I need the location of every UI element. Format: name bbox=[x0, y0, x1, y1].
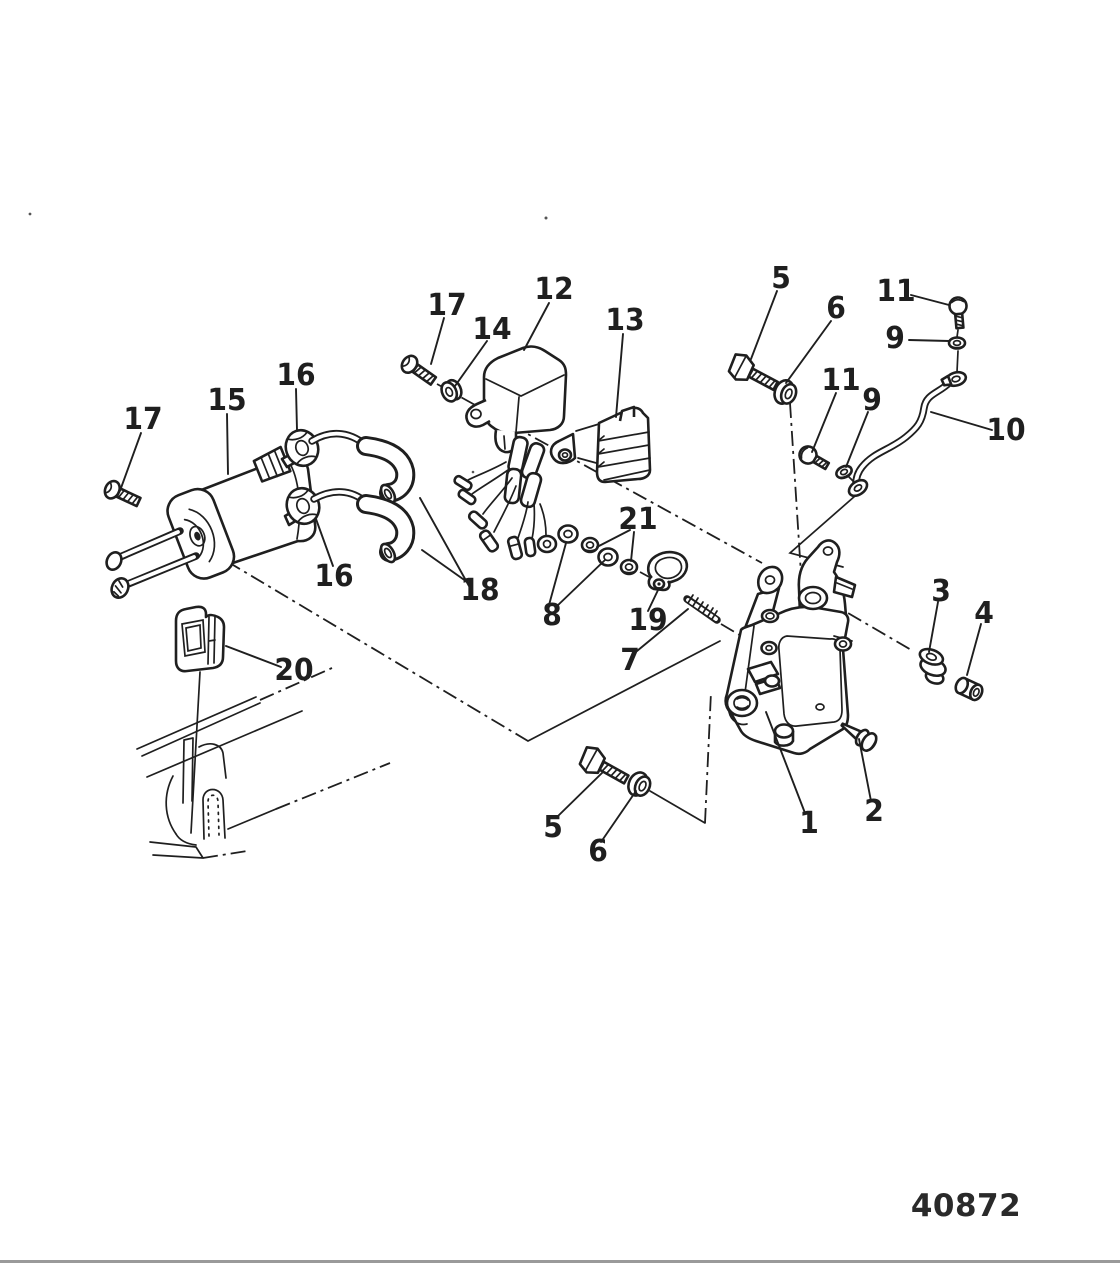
callout-6-top: 6 bbox=[826, 291, 846, 326]
part-mounting-bracket bbox=[724, 539, 857, 756]
callout-5-bottom: 5 bbox=[543, 810, 563, 845]
callout-1: 1 bbox=[799, 806, 819, 841]
callout-10: 10 bbox=[986, 413, 1026, 448]
callout-17-left: 17 bbox=[123, 402, 163, 437]
callout-6-bottom: 6 bbox=[588, 834, 608, 869]
part-bolt-5-top bbox=[724, 349, 783, 399]
part-bushing-4 bbox=[954, 676, 984, 702]
part-bolt-5-bottom bbox=[574, 742, 634, 793]
part-grommet-3 bbox=[918, 647, 947, 685]
part-clamp-19 bbox=[646, 550, 689, 592]
part-ground-wire bbox=[847, 370, 968, 498]
part-washer-14 bbox=[440, 378, 463, 403]
callout-8: 8 bbox=[542, 598, 562, 633]
callout-11-top: 11 bbox=[876, 274, 916, 309]
ring-terminal bbox=[940, 370, 968, 388]
callout-9-mid: 9 bbox=[862, 383, 882, 418]
callout-16-upper: 16 bbox=[276, 358, 316, 393]
callout-4: 4 bbox=[974, 596, 994, 631]
scan-edge-line bbox=[0, 1260, 1120, 1263]
part-coil-mount-pins bbox=[105, 527, 200, 599]
callout-17-top: 17 bbox=[427, 288, 467, 323]
callout-13: 13 bbox=[605, 303, 645, 338]
callout-11-mid: 11 bbox=[821, 363, 861, 398]
callout-5-top: 5 bbox=[771, 261, 791, 296]
callout-9-top: 9 bbox=[885, 321, 905, 356]
part-washer-21-a bbox=[580, 536, 600, 554]
callout-15: 15 bbox=[207, 383, 247, 418]
part-clamp-20 bbox=[174, 605, 226, 673]
part-washer-6-bottom bbox=[623, 768, 656, 802]
callout-21: 21 bbox=[618, 502, 658, 537]
callout-7: 7 bbox=[620, 643, 640, 678]
drawing-number: 40872 bbox=[910, 1188, 1022, 1224]
part-screw-7 bbox=[683, 594, 721, 624]
callout-14: 14 bbox=[472, 312, 512, 347]
part-ignition-coil bbox=[166, 428, 416, 580]
part-spark-plug-boot-lower bbox=[356, 494, 416, 564]
ring-terminal bbox=[847, 478, 869, 498]
callout-3: 3 bbox=[931, 574, 951, 609]
callout-20: 20 bbox=[274, 653, 314, 688]
part-screw-11-top bbox=[947, 295, 970, 330]
part-rectifier bbox=[549, 405, 652, 484]
callout-16-lower: 16 bbox=[314, 559, 354, 594]
callout-leader-lines bbox=[120, 290, 993, 843]
part-washer-9-top bbox=[947, 336, 967, 350]
callout-12: 12 bbox=[534, 272, 574, 307]
callout-2: 2 bbox=[864, 794, 884, 829]
callout-19: 19 bbox=[628, 603, 668, 638]
engine-block-phantom bbox=[136, 667, 391, 859]
part-nut-8-a bbox=[557, 524, 579, 544]
part-switch-box bbox=[453, 345, 568, 561]
part-washer-21-b bbox=[619, 558, 639, 576]
callout-18: 18 bbox=[460, 573, 500, 608]
